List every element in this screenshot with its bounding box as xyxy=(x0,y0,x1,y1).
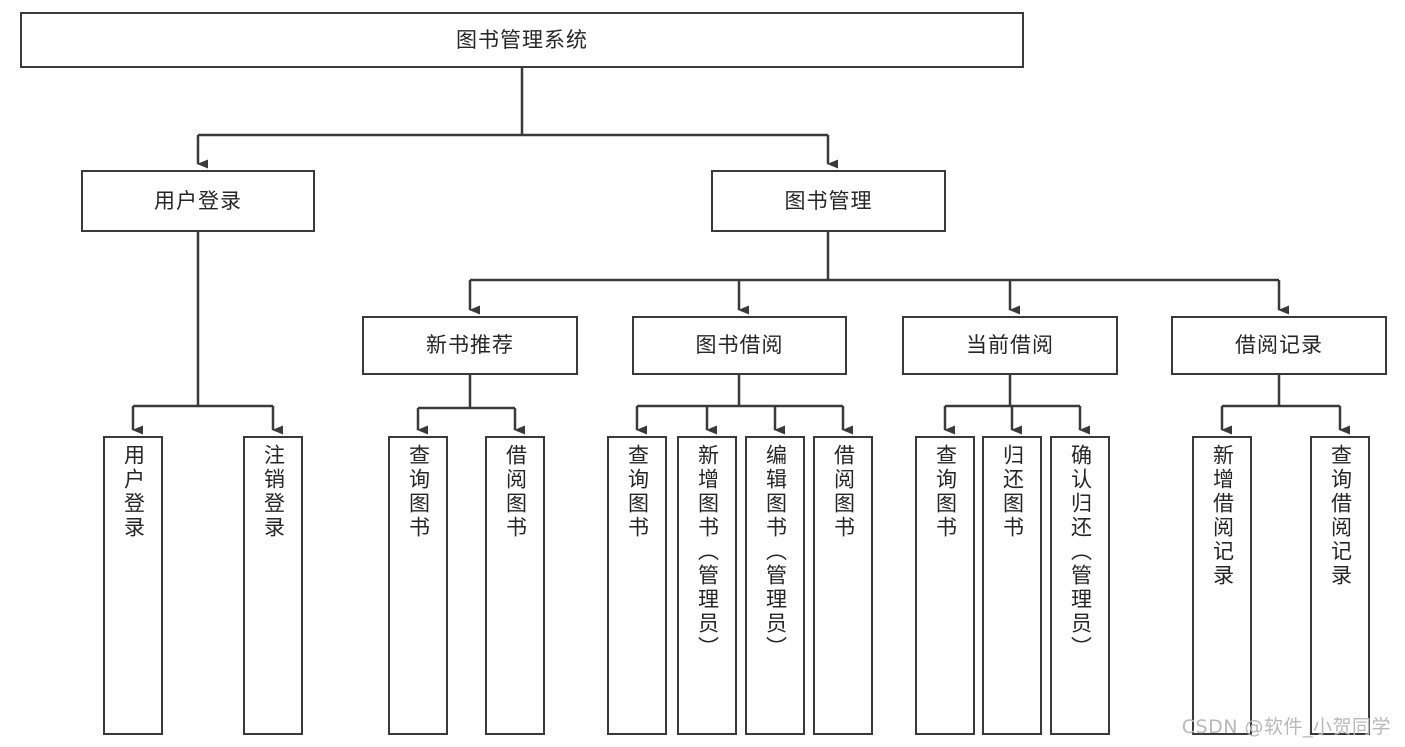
node-user-login[interactable]: 用户登录 xyxy=(81,170,315,232)
node-leaf-query-book-2[interactable]: 查询图书 xyxy=(607,436,667,735)
node-current-borrow[interactable]: 当前借阅 xyxy=(902,316,1118,375)
node-leaf-edit-book-label: 编辑图书（管理员） xyxy=(763,444,788,660)
node-leaf-query-record-label: 查询借阅记录 xyxy=(1328,444,1353,588)
node-leaf-confirm-return-label: 确认归还（管理员） xyxy=(1068,444,1093,660)
node-leaf-query-book-1-label: 查询图书 xyxy=(406,444,431,540)
node-leaf-confirm-return[interactable]: 确认归还（管理员） xyxy=(1050,436,1110,735)
node-leaf-return-book-label: 归还图书 xyxy=(1000,444,1025,540)
node-leaf-query-book-3[interactable]: 查询图书 xyxy=(915,436,975,735)
node-leaf-add-record-label: 新增借阅记录 xyxy=(1210,444,1235,588)
node-leaf-user-login-label: 用户登录 xyxy=(121,444,146,540)
node-borrow-record-label: 借阅记录 xyxy=(1235,333,1323,358)
node-leaf-user-logout-label: 注销登录 xyxy=(261,444,286,540)
node-leaf-user-login[interactable]: 用户登录 xyxy=(103,436,163,735)
node-root-label: 图书管理系统 xyxy=(456,27,588,52)
node-leaf-query-book-3-label: 查询图书 xyxy=(933,444,958,540)
node-leaf-edit-book[interactable]: 编辑图书（管理员） xyxy=(745,436,805,735)
node-new-book-recommend[interactable]: 新书推荐 xyxy=(362,316,578,375)
node-leaf-add-record[interactable]: 新增借阅记录 xyxy=(1192,436,1252,735)
node-new-book-recommend-label: 新书推荐 xyxy=(426,333,514,358)
node-leaf-borrow-book-1[interactable]: 借阅图书 xyxy=(485,436,545,735)
node-leaf-borrow-book-1-label: 借阅图书 xyxy=(503,444,528,540)
node-borrow-record[interactable]: 借阅记录 xyxy=(1171,316,1387,375)
node-book-manage[interactable]: 图书管理 xyxy=(711,170,946,232)
node-book-manage-label: 图书管理 xyxy=(784,188,873,213)
node-leaf-add-book-label: 新增图书（管理员） xyxy=(695,444,720,660)
node-leaf-return-book[interactable]: 归还图书 xyxy=(982,436,1042,735)
node-root[interactable]: 图书管理系统 xyxy=(20,12,1024,68)
node-book-borrow-label: 图书借阅 xyxy=(695,333,784,358)
node-leaf-user-logout[interactable]: 注销登录 xyxy=(243,436,303,735)
node-user-login-label: 用户登录 xyxy=(154,188,242,213)
node-leaf-borrow-book-2-label: 借阅图书 xyxy=(831,444,856,540)
node-leaf-add-book[interactable]: 新增图书（管理员） xyxy=(677,436,737,735)
node-book-borrow[interactable]: 图书借阅 xyxy=(632,316,847,375)
node-leaf-query-book-1[interactable]: 查询图书 xyxy=(388,436,448,735)
node-current-borrow-label: 当前借阅 xyxy=(966,333,1054,358)
node-leaf-query-book-2-label: 查询图书 xyxy=(625,444,650,540)
node-leaf-borrow-book-2[interactable]: 借阅图书 xyxy=(813,436,873,735)
node-leaf-query-record[interactable]: 查询借阅记录 xyxy=(1310,436,1370,735)
